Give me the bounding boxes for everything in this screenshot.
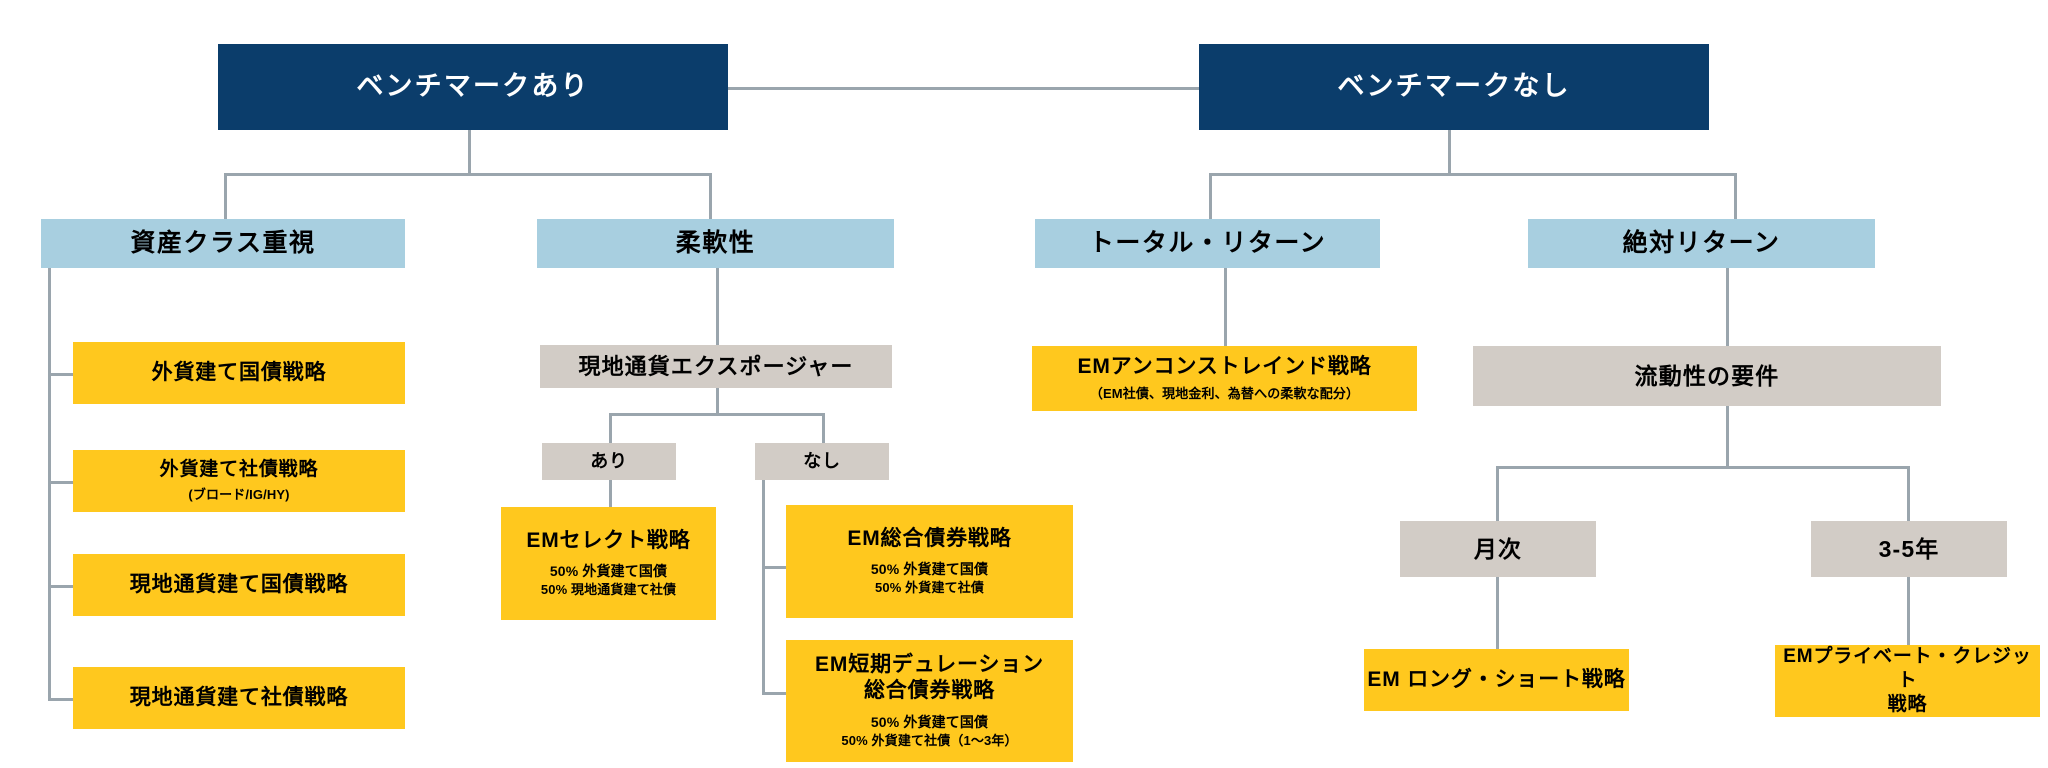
strategy-em-private-credit-title-line1: EMプライベート・クレジット: [1783, 646, 2032, 692]
node-asset-class-focus-label: 資産クラス重視: [130, 228, 316, 257]
node-local-currency-exposure-label: 現地通貨エクスポージャー: [578, 353, 854, 379]
node-liquidity-3-5-years[interactable]: 3-5年: [1811, 521, 2007, 577]
connector-fx-bus-drop-no: [822, 413, 825, 443]
connector-assetclass-elbow-4: [48, 698, 74, 701]
strategy-em-select[interactable]: EMセレクト戦略 50% 外貨建て国債 50% 現地通貨建て社債: [501, 507, 716, 620]
connector-no-elbow-1: [762, 566, 786, 569]
connector-assetclass-elbow-2: [48, 481, 74, 484]
connector-assetclass-elbow-1: [48, 373, 74, 376]
connector-years-to-privatecredit: [1907, 577, 1910, 649]
strategy-em-short-duration-title-line2: 総合債券戦略: [863, 679, 996, 703]
strategy-hard-currency-corporate-title: 外貨建て社債戦略: [159, 459, 319, 481]
strategy-em-select-line2: 50% 現地通貨建て社債: [540, 582, 677, 598]
connector-left-stem: [468, 130, 471, 175]
node-benchmark-yes[interactable]: ベンチマークあり: [218, 44, 728, 130]
node-flexibility-label: 柔軟性: [675, 228, 756, 257]
strategy-hard-currency-sovereign[interactable]: 外貨建て国債戦略: [73, 342, 405, 404]
node-absolute-return-label: 絶対リターン: [1622, 228, 1781, 257]
strategy-em-short-duration-line2: 50% 外貨建て社債（1〜3年）: [841, 732, 1018, 748]
node-total-return-label: トータル・リターン: [1088, 228, 1327, 257]
connector-monthly-to-longshort: [1496, 577, 1499, 649]
strategy-em-unconstrained-title: EMアンコンストレインド戦略: [1077, 354, 1372, 378]
node-fx-exposure-yes-label: あり: [590, 451, 628, 472]
node-liquidity-3-5-years-label: 3-5年: [1878, 535, 1940, 562]
strategy-em-long-short-title: EM ロング・ショート戦略: [1367, 667, 1626, 691]
connector-liquidity-drop-years: [1907, 466, 1910, 521]
connector-fx-bus: [609, 413, 825, 416]
node-benchmark-no-label: ベンチマークなし: [1337, 71, 1571, 102]
connector-right-bus: [1209, 173, 1737, 176]
strategy-em-short-duration-title-line1: EM短期デュレーション: [815, 653, 1044, 676]
node-flexibility[interactable]: 柔軟性: [537, 219, 894, 268]
strategy-em-blended[interactable]: EM総合債券戦略 50% 外貨建て国債 50% 外貨建て社債: [786, 505, 1073, 618]
node-fx-exposure-no[interactable]: なし: [755, 443, 889, 480]
strategy-em-blended-title: EM総合債券戦略: [847, 526, 1012, 550]
strategy-hard-currency-sovereign-title: 外貨建て国債戦略: [151, 360, 327, 384]
node-local-currency-exposure[interactable]: 現地通貨エクスポージャー: [540, 345, 892, 388]
connector-right-bus-drop-1: [1209, 173, 1212, 219]
connector-absolute-to-liquidity: [1726, 268, 1729, 346]
strategy-em-private-credit[interactable]: EMプライベート・クレジット 戦略: [1775, 645, 2040, 717]
node-benchmark-yes-label: ベンチマークあり: [356, 71, 590, 102]
connector-flex-to-fx: [716, 268, 719, 345]
strategy-local-currency-sovereign-title: 現地通貨建て国債戦略: [129, 572, 349, 596]
connector-root-horizontal: [727, 87, 1199, 90]
connector-liquidity-drop-monthly: [1496, 466, 1499, 521]
connector-liquidity-stem: [1726, 406, 1729, 469]
connector-right-bus-drop-2: [1734, 173, 1737, 219]
node-benchmark-no[interactable]: ベンチマークなし: [1199, 44, 1709, 130]
connector-fx-stem: [716, 388, 719, 415]
connector-left-bus: [224, 173, 712, 176]
connector-liquidity-bus: [1496, 466, 1910, 469]
connector-totalreturn-to-strategy: [1224, 268, 1227, 346]
connector-fx-bus-drop-yes: [609, 413, 612, 443]
strategy-em-blended-line2: 50% 外貨建て社債: [875, 580, 984, 596]
connector-yes-to-select: [609, 480, 612, 507]
strategy-em-short-duration-line1: 50% 外貨建て国債: [870, 713, 989, 730]
node-fx-exposure-yes[interactable]: あり: [542, 443, 676, 480]
node-liquidity-requirement[interactable]: 流動性の要件: [1473, 346, 1941, 406]
connector-assetclass-elbow-3: [48, 585, 74, 588]
node-liquidity-monthly-label: 月次: [1473, 535, 1523, 562]
connector-no-elbow-2: [762, 692, 786, 695]
strategy-em-select-title: EMセレクト戦略: [526, 528, 691, 552]
node-liquidity-requirement-label: 流動性の要件: [1634, 362, 1780, 389]
strategy-em-short-duration[interactable]: EM短期デュレーション 総合債券戦略 50% 外貨建て国債 50% 外貨建て社債…: [786, 640, 1073, 762]
connector-right-stem: [1448, 130, 1451, 175]
strategy-em-unconstrained[interactable]: EMアンコンストレインド戦略 （EM社債、現地金利、為替への柔軟な配分）: [1032, 346, 1417, 411]
strategy-em-private-credit-title-line2: 戦略: [1887, 693, 1928, 715]
strategy-local-currency-corporate[interactable]: 現地通貨建て社債戦略: [73, 667, 405, 729]
strategy-local-currency-corporate-title: 現地通貨建て社債戦略: [129, 685, 349, 709]
connector-assetclass-spine: [48, 268, 51, 700]
strategy-local-currency-sovereign[interactable]: 現地通貨建て国債戦略: [73, 554, 405, 616]
strategy-em-long-short[interactable]: EM ロング・ショート戦略: [1364, 649, 1629, 711]
strategy-hard-currency-corporate[interactable]: 外貨建て社債戦略 (ブロード/IG/HY): [73, 450, 405, 512]
strategy-hard-currency-corporate-sub: (ブロード/IG/HY): [188, 486, 290, 502]
connector-left-bus-drop-1: [224, 173, 227, 219]
connector-no-spine: [762, 480, 765, 694]
node-asset-class-focus[interactable]: 資産クラス重視: [41, 219, 405, 268]
strategy-em-select-line1: 50% 外貨建て国債: [549, 562, 668, 579]
node-total-return[interactable]: トータル・リターン: [1035, 219, 1380, 268]
node-absolute-return[interactable]: 絶対リターン: [1528, 219, 1875, 268]
strategy-em-blended-line1: 50% 外貨建て国債: [870, 560, 989, 577]
node-fx-exposure-no-label: なし: [803, 451, 841, 472]
node-liquidity-monthly[interactable]: 月次: [1400, 521, 1596, 577]
strategy-em-unconstrained-sub: （EM社債、現地金利、為替への柔軟な配分）: [1089, 386, 1360, 402]
connector-left-bus-drop-2: [709, 173, 712, 219]
